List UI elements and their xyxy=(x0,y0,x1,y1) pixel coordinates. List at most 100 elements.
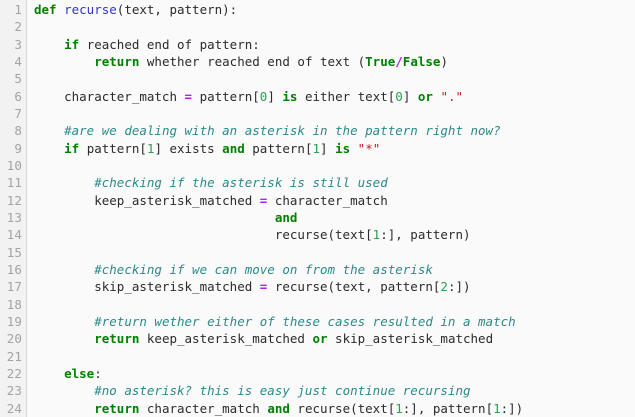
code-line[interactable]: #checking if we can move on from the ast… xyxy=(34,261,635,278)
code-token: if xyxy=(64,140,80,156)
line-number: 18 xyxy=(6,296,22,312)
code-token xyxy=(34,123,64,138)
code-line[interactable]: and xyxy=(34,209,635,226)
code-token: "." xyxy=(440,88,464,104)
code-token xyxy=(34,54,94,69)
code-token: character_match xyxy=(34,88,185,104)
code-token: keep_asterisk_matched xyxy=(34,192,260,208)
code-token xyxy=(34,383,94,398)
code-line[interactable] xyxy=(34,348,635,365)
code-token: :], pattern) xyxy=(380,227,471,243)
code-line[interactable] xyxy=(34,157,635,174)
code-line[interactable]: keep_asterisk_matched = character_match xyxy=(34,192,635,209)
code-token xyxy=(57,2,65,17)
code-line[interactable]: if reached end of pattern: xyxy=(34,36,635,53)
code-line[interactable]: character_match = pattern[0] is either t… xyxy=(34,88,635,105)
code-token: recurse(text, pattern[ xyxy=(267,279,441,295)
code-token: and xyxy=(274,209,298,225)
code-line[interactable]: #checking if the asterisk is still used xyxy=(34,174,635,191)
code-line[interactable] xyxy=(34,18,635,35)
code-token xyxy=(34,210,275,225)
code-token: ) xyxy=(440,53,448,69)
code-token: recurse(text[ xyxy=(289,400,396,416)
line-number: 12 xyxy=(6,192,22,208)
code-line[interactable]: #are we dealing with an asterisk in the … xyxy=(34,122,635,139)
code-line[interactable] xyxy=(34,70,635,87)
line-number: 22 xyxy=(6,365,22,381)
code-token: False xyxy=(402,53,441,69)
code-token: (text, pattern): xyxy=(116,2,238,17)
code-token: recurse xyxy=(64,2,117,17)
code-token: True xyxy=(365,53,396,69)
code-token xyxy=(34,401,94,416)
code-token: : xyxy=(94,365,102,381)
code-token: / xyxy=(395,53,403,69)
code-token xyxy=(34,262,94,277)
code-token: ] xyxy=(402,88,418,104)
line-number: 23 xyxy=(6,383,22,399)
line-number: 21 xyxy=(6,348,22,364)
code-token: character_match xyxy=(139,400,268,416)
code-token: = xyxy=(259,192,268,208)
code-token: ] xyxy=(267,88,283,104)
code-line[interactable]: #no asterisk? this is easy just continue… xyxy=(34,382,635,399)
line-number: 1 xyxy=(14,2,22,17)
code-token: recurse(text[ xyxy=(34,227,373,243)
line-number: 8 xyxy=(14,123,22,139)
code-token: pattern[ xyxy=(192,88,260,104)
code-token xyxy=(34,331,94,346)
code-token: #are we dealing with an asterisk in the … xyxy=(64,123,501,139)
code-token: is xyxy=(282,88,298,104)
line-number: 16 xyxy=(6,261,22,277)
code-token: else xyxy=(64,365,95,381)
code-token: "*" xyxy=(357,140,381,156)
code-token: pattern[ xyxy=(79,140,147,156)
code-line[interactable]: #return wether either of these cases res… xyxy=(34,313,635,330)
code-token xyxy=(34,37,64,52)
code-token: :]) xyxy=(500,400,524,416)
code-line[interactable]: recurse(text[1:], pattern) xyxy=(34,226,635,243)
code-token: ] xyxy=(320,140,336,156)
line-number: 4 xyxy=(14,53,22,69)
code-token: 2 xyxy=(440,279,448,295)
code-token: return xyxy=(94,331,140,347)
line-number: 2 xyxy=(14,19,22,35)
code-token: def xyxy=(34,2,57,17)
code-content-area[interactable]: def recurse(text, pattern): if reached e… xyxy=(27,0,635,417)
code-line[interactable]: return character_match and recurse(text[… xyxy=(34,400,635,417)
code-line[interactable]: skip_asterisk_matched = recurse(text, pa… xyxy=(34,278,635,295)
line-number: 14 xyxy=(6,227,22,243)
code-token xyxy=(34,366,64,381)
code-token: #checking if we can move on from the ast… xyxy=(94,261,433,277)
code-token: or xyxy=(417,88,433,104)
code-line[interactable]: if pattern[1] exists and pattern[1] is "… xyxy=(34,140,635,157)
code-token xyxy=(350,141,358,156)
line-number: 3 xyxy=(14,36,22,52)
code-line[interactable]: return keep_asterisk_matched or skip_ast… xyxy=(34,330,635,347)
code-token: = xyxy=(259,279,268,295)
line-number: 11 xyxy=(6,175,22,191)
code-line[interactable]: else: xyxy=(34,365,635,382)
code-token: pattern[ xyxy=(244,140,313,156)
code-token: either text[ xyxy=(297,88,396,104)
code-token: is xyxy=(335,140,351,156)
code-token: 0 xyxy=(395,88,403,104)
code-token: keep_asterisk_matched xyxy=(139,331,313,347)
code-line[interactable] xyxy=(34,105,635,122)
code-token: if xyxy=(64,36,80,52)
code-line[interactable] xyxy=(34,244,635,261)
code-token xyxy=(34,141,64,156)
code-token: #no asterisk? this is easy just continue… xyxy=(94,383,471,399)
code-token: ] exists xyxy=(154,140,223,156)
code-token xyxy=(34,175,94,190)
code-line[interactable]: def recurse(text, pattern): xyxy=(34,1,635,18)
code-line[interactable]: return whether reached end of text (True… xyxy=(34,53,635,70)
code-token: 1 xyxy=(395,400,403,416)
code-token: skip_asterisk_matched xyxy=(34,279,260,295)
line-number: 10 xyxy=(6,157,22,173)
code-token: 0 xyxy=(259,88,268,104)
code-line[interactable] xyxy=(34,296,635,313)
line-number: 17 xyxy=(6,279,22,295)
